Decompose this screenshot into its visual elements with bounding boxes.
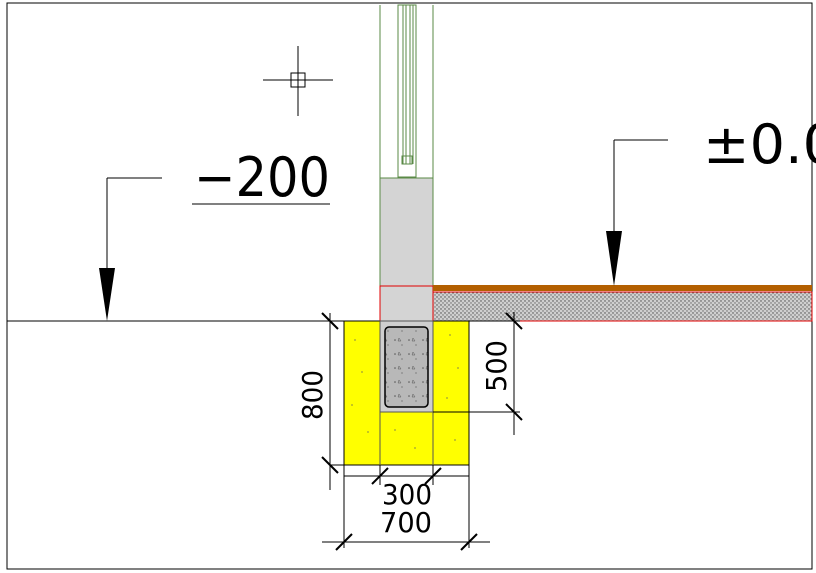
level-arrow-right-icon <box>606 231 622 286</box>
wall-base <box>379 177 434 287</box>
ground-beam-core <box>384 326 429 408</box>
dimension-text-300: 300 <box>382 478 432 511</box>
wall-upper <box>379 4 434 178</box>
level-marker-left: −200 <box>99 146 330 321</box>
level-arrow-left-icon <box>99 268 115 321</box>
dimension-text-800: 800 <box>296 370 329 420</box>
dimension-800 <box>321 312 344 490</box>
dimension-text-500: 500 <box>480 340 513 392</box>
crosshair-cursor-icon <box>263 46 333 116</box>
level-marker-right: ±0.0 <box>606 113 816 286</box>
dimension-text-700: 700 <box>380 506 432 539</box>
gravel-bed <box>432 291 813 322</box>
wall-section-red <box>379 285 434 322</box>
dimension-300 <box>344 465 469 485</box>
footing-speckle <box>351 334 459 449</box>
level-text-right: ±0.0 <box>703 113 816 176</box>
floor-finish-layer <box>433 285 812 291</box>
level-text-left: −200 <box>194 146 330 209</box>
dimension-500 <box>433 312 523 435</box>
dimension-700 <box>322 465 490 551</box>
